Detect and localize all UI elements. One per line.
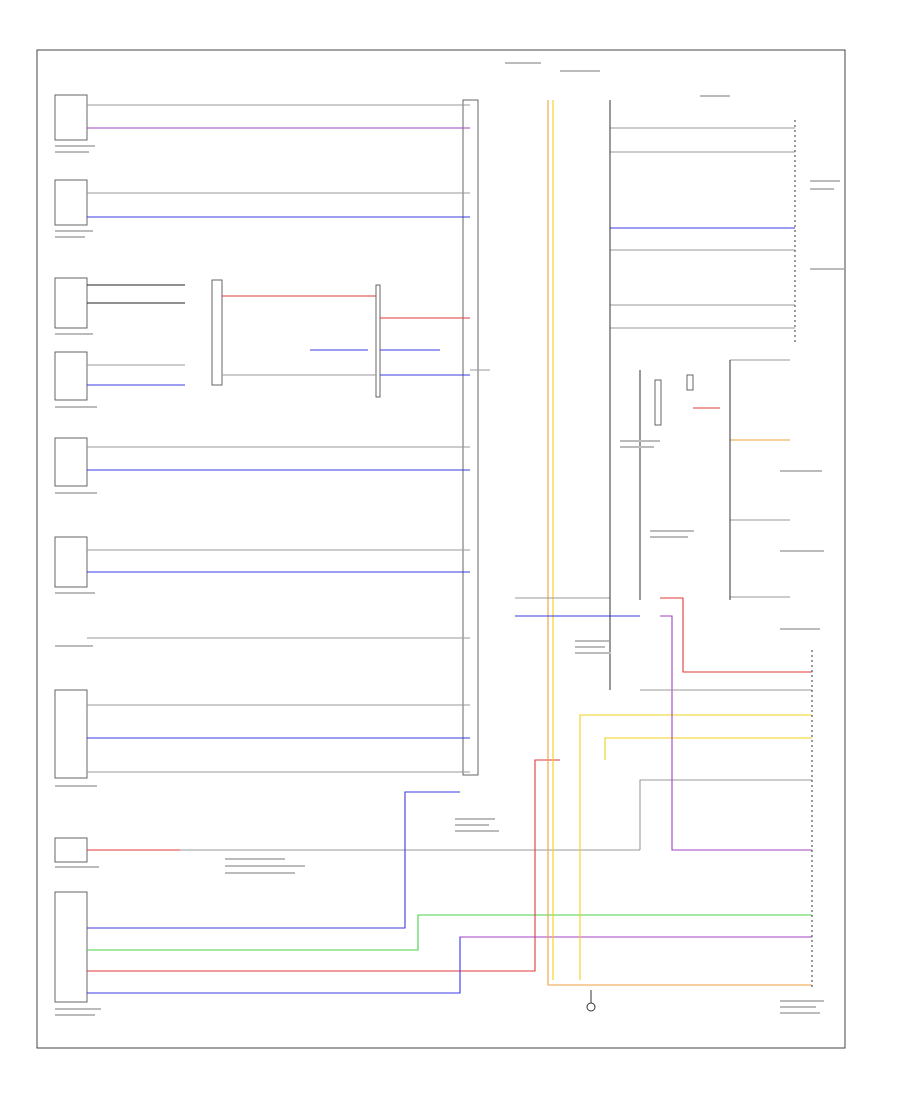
component-box: [54, 179, 88, 226]
wire-gray: [639, 779, 812, 850]
label-marks: [55, 62, 844, 1016]
label-mark: [620, 446, 654, 448]
label-mark: [55, 645, 93, 647]
label-mark: [55, 592, 95, 594]
right-connector: [654, 379, 662, 426]
label-mark: [225, 858, 285, 860]
component-box: [54, 891, 88, 1003]
connector-body: [375, 284, 381, 398]
wire-red: [660, 597, 812, 673]
ground-icon: [586, 990, 596, 1012]
wire-yellow: [579, 714, 812, 980]
label-mark: [55, 866, 99, 868]
label-mark: [810, 268, 844, 270]
component-box: [54, 351, 88, 401]
label-mark: [810, 180, 840, 182]
label-mark: [55, 492, 97, 494]
label-mark: [455, 830, 499, 832]
label-mark: [55, 333, 93, 335]
label-mark: [455, 824, 489, 826]
junction-connector: [211, 99, 479, 776]
component-box: [54, 837, 88, 863]
label-mark: [225, 872, 295, 874]
component-box: [54, 94, 88, 141]
component-box: [54, 689, 88, 779]
label-mark: [700, 95, 730, 97]
label-mark: [810, 188, 834, 190]
label-mark: [55, 785, 97, 787]
label-mark: [575, 646, 605, 648]
label-mark: [560, 70, 600, 72]
label-mark: [225, 865, 305, 867]
connector-body: [462, 99, 479, 776]
wire-orange: [547, 100, 812, 986]
right-components: [609, 100, 813, 990]
wire-red: [87, 759, 560, 972]
label-mark: [55, 406, 97, 408]
label-mark: [55, 145, 95, 147]
label-mark: [55, 1008, 101, 1010]
left-components: [54, 94, 88, 1003]
label-mark: [55, 151, 89, 153]
label-mark: [650, 530, 694, 532]
component-box: [54, 277, 88, 329]
connector-body: [211, 279, 223, 386]
diagram-frame: [36, 49, 846, 1049]
label-mark: [575, 640, 609, 642]
label-mark: [55, 236, 85, 238]
label-mark: [505, 62, 541, 64]
wire-green: [87, 914, 812, 951]
right-connector: [686, 374, 694, 391]
wire-yellow: [604, 737, 812, 760]
label-mark: [780, 470, 822, 472]
label-mark: [55, 1014, 95, 1016]
wire-blue: [87, 791, 460, 929]
wire-layer: [87, 100, 812, 994]
label-mark: [780, 1012, 820, 1014]
label-mark: [455, 818, 495, 820]
label-mark: [575, 652, 611, 654]
label-mark: [780, 1000, 824, 1002]
label-mark: [620, 440, 660, 442]
wire-purple: [660, 615, 812, 851]
component-box: [54, 536, 88, 588]
label-mark: [780, 550, 824, 552]
component-box: [54, 437, 88, 487]
label-mark: [55, 230, 93, 232]
label-mark: [780, 628, 820, 630]
label-mark: [780, 1006, 816, 1008]
label-mark: [650, 536, 688, 538]
